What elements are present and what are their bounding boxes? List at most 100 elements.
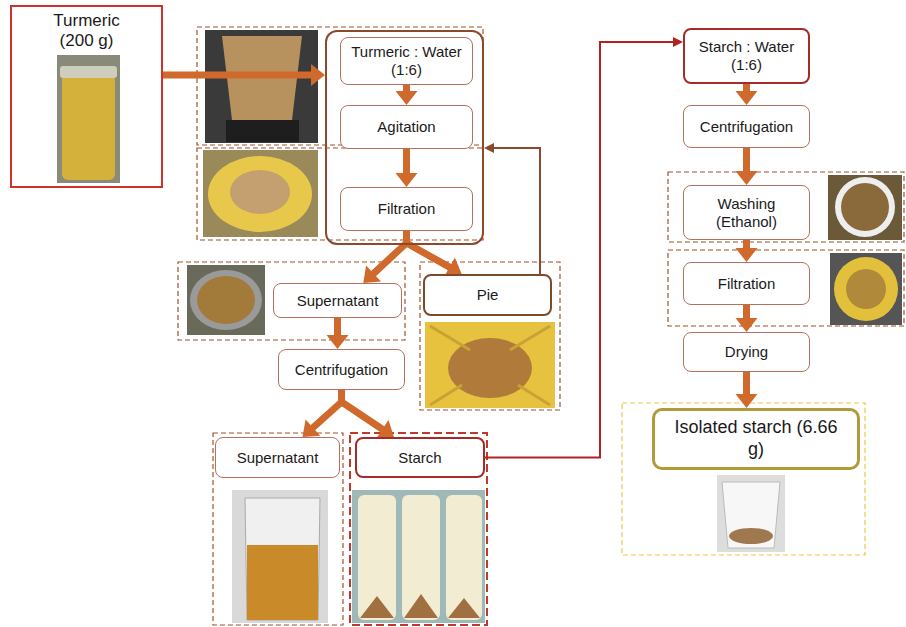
node-text: Supernatant [237,449,319,467]
arrow-shaft [743,372,750,395]
cup [722,482,780,548]
output-box: Isolated starch (6.66 g) [652,408,860,470]
flow-arrow [396,149,418,187]
product-box: Starch [355,437,485,478]
arrow-head [376,420,394,438]
arrow-shaft [342,390,383,430]
node-text: Isolated starch (6.66 g) [664,417,848,460]
dashed-frame [197,148,483,240]
node-text: Agitation [377,118,435,136]
isolated-starch-photo [717,475,785,552]
node-text: Pie [477,286,499,304]
dashed-frames [178,27,904,625]
arrow-shaft [334,318,341,336]
flow-arrow [485,37,683,458]
process-box: Turmeric : Water (1:6) [340,37,473,85]
arrow-head [736,318,758,332]
flow-arrow [736,148,758,185]
node-text: Starch [398,449,441,467]
node-text: Filtration [378,200,436,218]
washing-photo [828,175,902,240]
node-text: Turmeric (200 g) [37,11,137,52]
filter-cake-photo [203,150,318,237]
arrow-shaft [407,231,450,267]
dashed-frame [420,262,560,410]
filter-cake [230,170,290,214]
dashed-frame [668,250,904,326]
flow-arrow [736,305,758,332]
dashed-frame [178,262,405,340]
slurry [841,183,889,231]
arrow-shaft [743,240,750,249]
pie-cake [448,338,532,398]
dashed-frame [350,433,487,625]
flow-arrow [484,143,540,274]
arrow-shaft [163,72,312,79]
dashed-frame [668,172,904,242]
node-text: Supernatant [297,292,379,310]
photo-ground [187,265,265,335]
photo-ground [205,30,318,143]
starch-sediment [360,594,480,618]
arrow-shaft [494,148,541,274]
node-text: Centrifugation [295,361,388,379]
photo-ground [232,490,328,623]
dashed-frame [213,433,343,625]
arrow-head [673,37,683,47]
process-box: Starch : Water (1:6) [683,28,810,84]
photo-ground [352,490,485,623]
starch-bottles-photo [352,490,485,623]
arrow-head [736,248,758,262]
arrow-head [484,143,494,153]
filtrate [846,269,886,309]
node-text: Washing (Ethanol) [694,195,799,231]
process-box: Centrifugation [683,105,810,148]
process-box: Centrifugation [278,349,405,390]
arrow-shaft [743,84,750,92]
flow-arrow [327,318,349,349]
arrow-shaft [743,305,750,319]
jar-lid [60,66,117,78]
arrow-head [736,91,758,105]
flow-arrow [163,64,325,86]
arrow-shaft [485,42,674,458]
photo-ground [57,55,120,183]
filtration-photo [830,253,902,325]
flow-arrow [736,84,758,105]
node-text: Drying [725,343,768,361]
process-box: Filtration [683,262,810,305]
filter-paper [208,156,312,232]
starch-powder [729,528,773,544]
turmeric-jar-photo [57,55,120,183]
blender-photo [205,30,318,143]
arrow-head [363,265,381,283]
photo-ground [717,475,785,552]
node-text: Filtration [718,275,776,293]
liquid [247,545,318,620]
photo-ground [828,175,902,240]
photo-ground [425,322,555,408]
flow-arrow [342,390,395,438]
flow-arrow [736,240,758,262]
beaker [245,498,320,620]
liquid [197,276,255,324]
arrow-shaft [373,231,406,274]
arrow-head [396,173,418,187]
arrow-head [303,419,321,437]
photo-ground [203,150,318,237]
beaker-photo [232,490,328,623]
pie-photo [425,322,555,408]
node-text: Starch : Water (1:6) [695,38,798,74]
arrow-head [736,394,758,408]
bowl [835,177,895,237]
flow-arrow [303,390,342,437]
process-box: Supernatant [215,437,340,478]
arrow-shaft [313,390,342,428]
arrow-head [396,91,418,105]
arrow-shaft [743,148,750,172]
paper-folds [430,326,550,405]
process-box: Filtration [340,187,473,231]
photo-ground [830,253,902,325]
filter-dish [834,257,898,321]
